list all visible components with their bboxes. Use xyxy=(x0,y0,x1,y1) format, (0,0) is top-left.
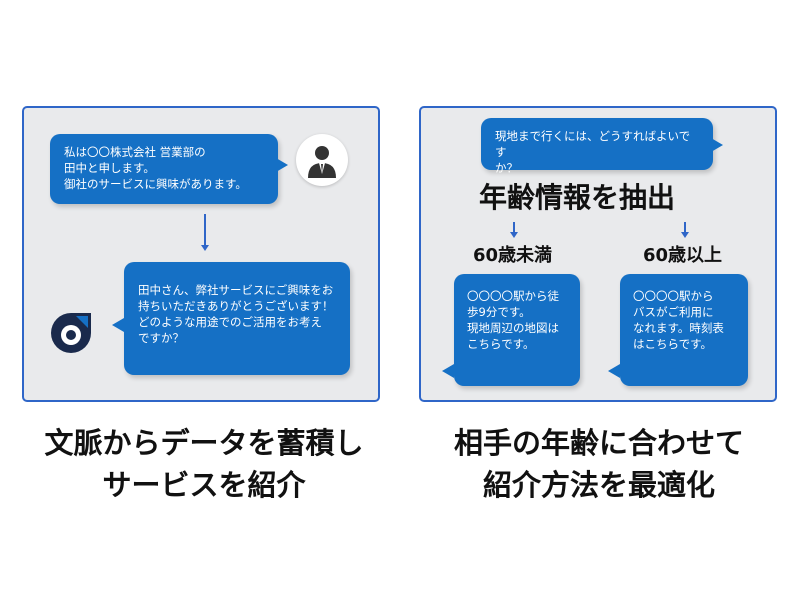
left-panel: 私は〇〇株式会社 営業部の 田中と申します。 御社のサービスに興味があります。 … xyxy=(22,106,380,402)
extract-age-heading: 年齢情報を抽出 xyxy=(479,181,676,214)
under60-bubble-tail xyxy=(442,364,454,378)
customer-bubble-tail xyxy=(276,158,288,172)
person-avatar-icon xyxy=(296,134,348,186)
bot-reply-bubble: 田中さん、弊社サービスにご興味をお 持ちいただきありがとうございます！ どのよう… xyxy=(124,262,350,375)
customer-message-bubble: 私は〇〇株式会社 営業部の 田中と申します。 御社のサービスに興味があります。 xyxy=(50,134,278,204)
left-caption: 文脈からデータを蓄積し サービスを紹介 xyxy=(44,426,364,502)
bot-bubble-tail xyxy=(112,318,124,332)
under60-arrow-head xyxy=(510,232,518,238)
bot-logo-icon xyxy=(48,310,94,356)
flow-arrow-line xyxy=(204,214,206,246)
question-bubble: 現地まで行くには、どうすればよいです か？ xyxy=(481,118,713,175)
question-bubble-tail xyxy=(711,138,723,152)
over60-arrow-head xyxy=(681,232,689,238)
over60-bubble-tail xyxy=(608,364,620,378)
under60-arrow-line xyxy=(513,222,515,234)
over60-label: 60歳以上 xyxy=(643,245,723,266)
right-caption: 相手の年齢に合わせて 紹介方法を最適化 xyxy=(453,426,744,502)
right-panel: 現地まで行くには、どうすればよいです か？ 年齢情報を抽出 60歳未満 60歳以… xyxy=(419,106,777,402)
under60-reply-bubble: 〇〇〇〇駅から徒 歩9分です。 現地周辺の地図は こちらです。 xyxy=(454,274,580,386)
over60-arrow-line xyxy=(684,222,686,234)
under60-label: 60歳未満 xyxy=(473,245,553,266)
flow-arrow-head xyxy=(201,245,209,251)
over60-reply-bubble: 〇〇〇〇駅から バスがご利用に なれます。時刻表 はこちらです。 xyxy=(620,274,748,386)
